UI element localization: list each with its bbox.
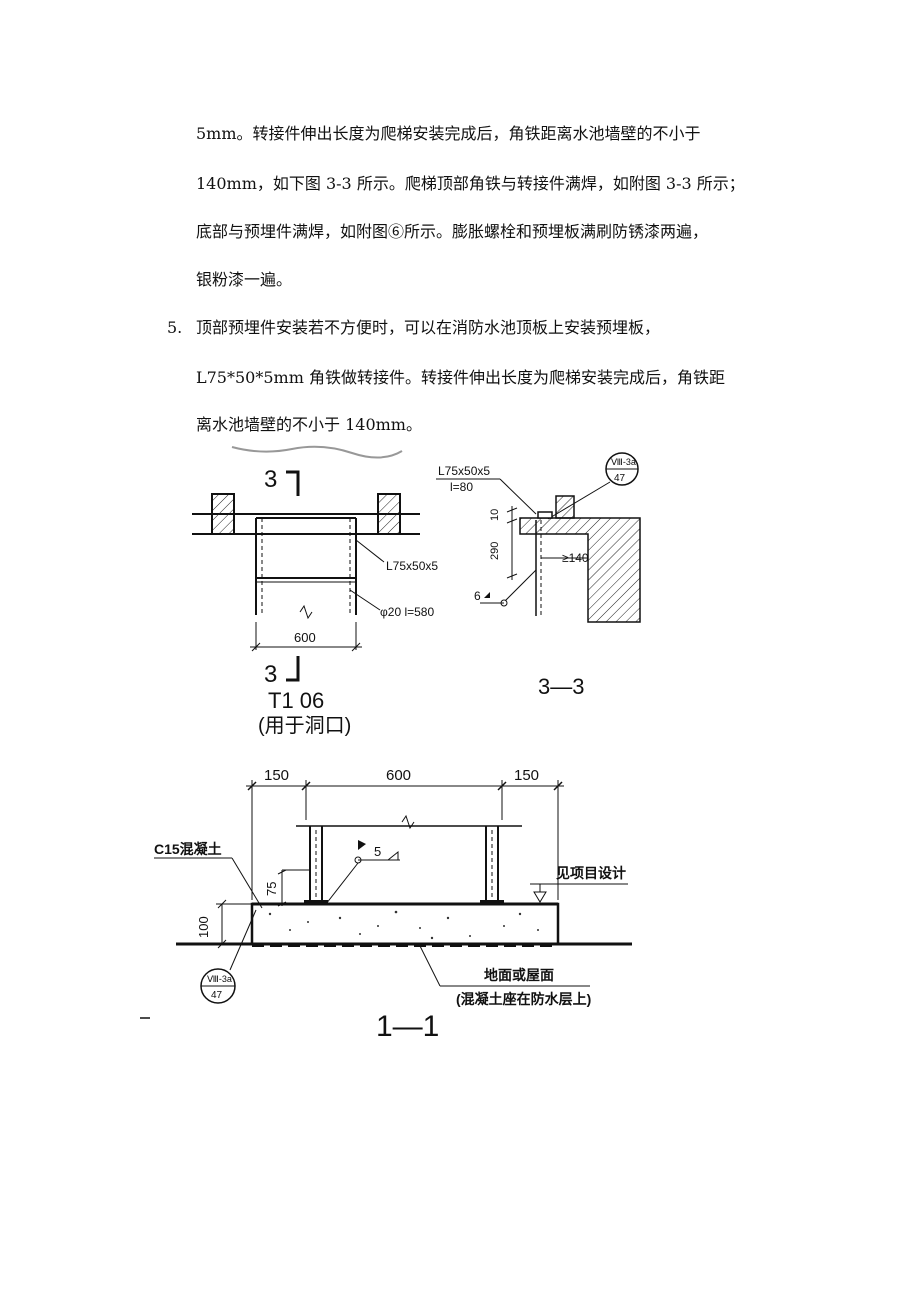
concrete-texture xyxy=(268,910,539,940)
cropped-header-fragment xyxy=(231,445,403,459)
figure-title-t1: T1 06 xyxy=(268,688,324,713)
section-mark-top: 3 xyxy=(264,466,277,493)
label-angle-33: L75x50x5 xyxy=(438,464,490,478)
dimension-150-left: 150 xyxy=(264,767,289,784)
label-see-design: 见项目设计 xyxy=(556,865,626,881)
list-item-5-line-3: 离水池墙壁的不小于 140mm。 xyxy=(196,415,422,434)
figure-title-11: 1—1 xyxy=(376,1010,439,1043)
label-concrete: C15混凝土 xyxy=(154,841,222,857)
list-item-5-line-2: L75*50*5mm 角铁做转接件。转接件伸出长度为爬梯安装完成后，角铁距 xyxy=(196,368,725,387)
curb-left xyxy=(211,493,235,535)
dimension-600: 600 xyxy=(386,767,411,784)
section-mark-bottom: 3 xyxy=(264,661,277,688)
detail-ref-top-11: Ⅷ-3a xyxy=(207,974,232,984)
dimension-75: 75 xyxy=(264,882,279,896)
list-item-5-line-1: 顶部预埋件安装若不方便时，可以在消防水池顶板上安装预埋板， xyxy=(196,318,661,337)
figure-t1-06: 3 L75x50x5 φ20 l=580 600 3 T1 06 ( xyxy=(192,466,438,737)
dimension-10: 10 xyxy=(489,509,501,521)
label-bar-t1: φ20 l=580 xyxy=(380,605,434,619)
figure-subtitle-t1: (用于洞口) xyxy=(258,714,351,737)
dimension-150-right: 150 xyxy=(514,767,539,784)
detail-ref-bottom: 47 xyxy=(614,473,626,484)
label-note: (混凝土座在防水层上) xyxy=(456,991,591,1007)
paragraph-line-3: 底部与预埋件满焊，如附图⑥所示。膨胀螺栓和预埋板满刷防锈漆两遍， xyxy=(196,222,709,241)
label-angle-t1: L75x50x5 xyxy=(386,559,438,573)
weld-size-33: 6 xyxy=(474,589,481,603)
detail-ref-top: Ⅷ-3a xyxy=(611,457,636,467)
dimension-600-t1: 600 xyxy=(294,630,316,645)
paragraph-line-4: 银粉漆一遍。 xyxy=(196,270,293,289)
dimension-140: ≥140 xyxy=(562,551,589,565)
list-item-number: 5. xyxy=(167,318,183,337)
slab-curb-33 xyxy=(555,495,575,519)
concrete-pad xyxy=(250,902,560,946)
dimension-100: 100 xyxy=(196,916,211,938)
label-ground: 地面或屋面 xyxy=(484,967,554,983)
label-length-33: l=80 xyxy=(450,480,473,494)
figure-title-33: 3—3 xyxy=(538,674,584,699)
curb-right xyxy=(377,493,401,535)
figure-section-1-1: 150 600 150 C15混凝土 xyxy=(140,767,632,1043)
paragraph-line-1: 5mm。转接件伸出长度为爬梯安装完成后，角铁距离水池墙壁的不小于 xyxy=(196,124,701,143)
paragraph-line-2: 140mm，如下图 3-3 所示。爬梯顶部角铁与转接件满焊，如附图 3-3 所示… xyxy=(196,174,745,193)
dimension-290: 290 xyxy=(489,542,501,560)
wall-33 xyxy=(519,517,641,623)
detail-ref-bottom-11: 47 xyxy=(211,990,223,1001)
figure-section-3-3: Ⅷ-3a 47 L75x50x5 l=80 10 290 ≥140 6 3—3 xyxy=(436,452,641,699)
weld-size-11: 5 xyxy=(374,844,381,859)
